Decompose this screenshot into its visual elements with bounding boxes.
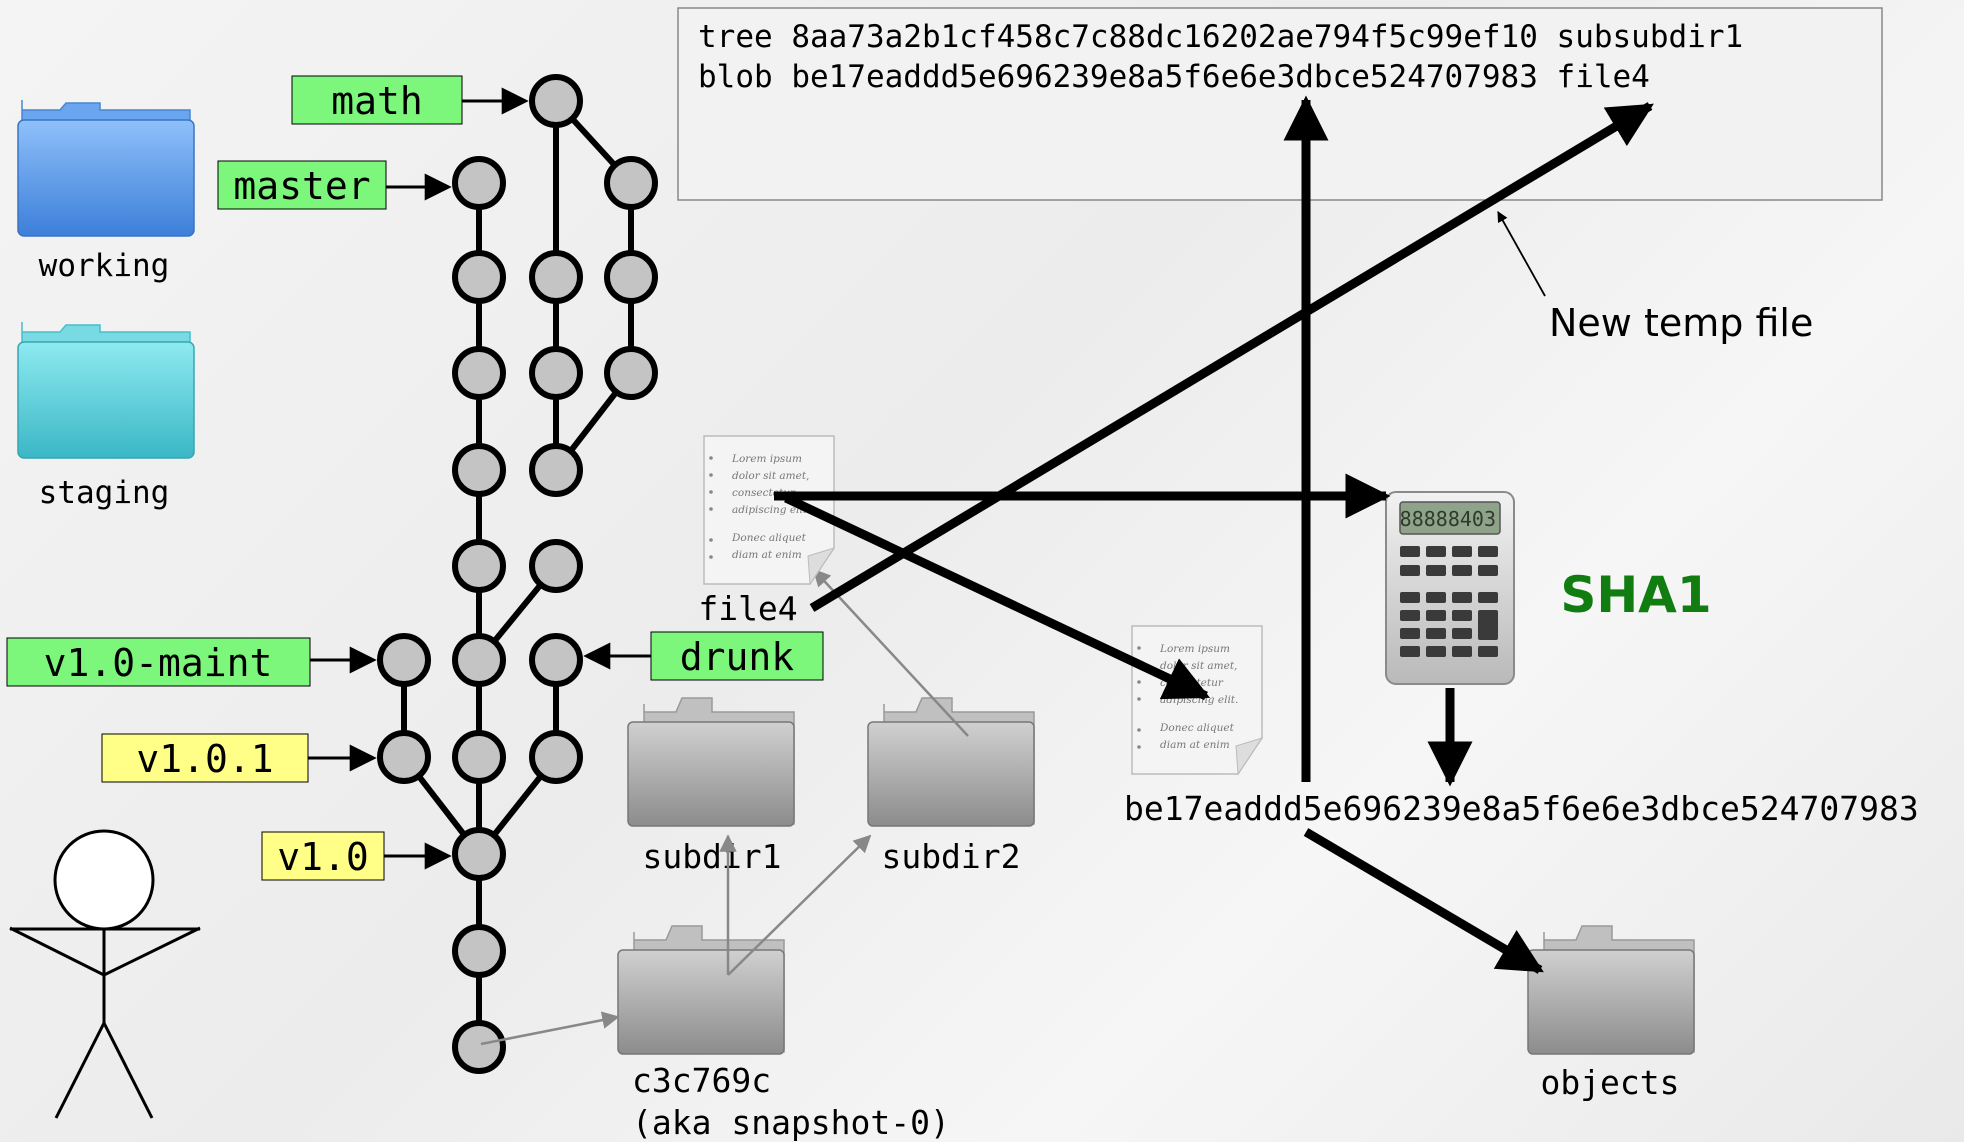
commit-node[interactable]	[452, 539, 506, 593]
commit-graph-edges	[401, 98, 634, 1047]
subdir2-folder-icon[interactable]	[867, 697, 1035, 827]
working-folder-icon[interactable]	[17, 100, 195, 237]
ref-v1-0-maint[interactable]: v1.0-maint	[6, 637, 311, 687]
new-temp-file-label: New temp file	[1549, 301, 1813, 345]
lorem-line: Donec aliquet	[731, 532, 807, 544]
staging-label: staging	[39, 475, 170, 511]
commit-node[interactable]	[529, 443, 583, 497]
commit-node[interactable]	[377, 730, 431, 784]
tree-link-arrows	[480, 568, 969, 1046]
commit-node[interactable]	[452, 924, 506, 978]
new-temp-file-pointer	[1497, 211, 1546, 297]
commit-node[interactable]	[529, 346, 583, 400]
commit-node[interactable]	[604, 156, 658, 210]
sha1-hash-label: be17eaddd5e696239e8a5f6e6e3dbce524707983	[1124, 789, 1919, 828]
commit-node[interactable]	[452, 443, 506, 497]
commit-node[interactable]	[529, 730, 583, 784]
commit-node[interactable]	[529, 250, 583, 304]
arrow-file4-to-object	[784, 493, 1211, 701]
ref-v1-0-maint-label: v1.0-maint	[44, 641, 273, 685]
lorem-line: Lorem ipsum	[731, 453, 802, 465]
commit-node[interactable]	[529, 633, 583, 687]
object-document-icon[interactable]: Lorem ipsum dolor sit amet, consectetur …	[1131, 625, 1264, 776]
lorem-line: diam at enim	[732, 549, 802, 561]
commit-node[interactable]	[452, 346, 506, 400]
lorem-line: dolor sit amet,	[1160, 660, 1237, 672]
ref-drunk-label: drunk	[680, 635, 795, 679]
commit-node[interactable]	[452, 156, 506, 210]
snapshot-alias-label: (aka snapshot-0)	[632, 1103, 950, 1142]
ref-v1-0-1-label: v1.0.1	[136, 737, 273, 781]
commit-node[interactable]	[604, 346, 658, 400]
staging-folder-icon[interactable]	[17, 322, 195, 459]
commit-node[interactable]	[529, 74, 583, 128]
file4-document-icon[interactable]: Lorem ipsum dolor sit amet, consectetur …	[703, 435, 836, 586]
user-figure-icon	[9, 829, 201, 1119]
arrow-hash-to-objects	[1303, 828, 1544, 974]
commit-node[interactable]	[452, 250, 506, 304]
ref-master[interactable]: master	[217, 160, 387, 210]
ref-math[interactable]: math	[291, 75, 463, 125]
commit-node[interactable]	[377, 633, 431, 687]
lorem-line: diam at enim	[1160, 739, 1230, 751]
ref-v1-0-label: v1.0	[277, 835, 369, 879]
arrow-file4-to-tempfile	[809, 102, 1654, 612]
sha1-label: SHA1	[1560, 566, 1711, 624]
commit-node[interactable]	[452, 633, 506, 687]
commit-node[interactable]	[452, 730, 506, 784]
subdir1-folder-icon[interactable]	[627, 697, 795, 827]
lorem-line: Donec aliquet	[1159, 722, 1235, 734]
temp-file-box: tree 8aa73a2b1cf458c7c88dc16202ae794f5c9…	[677, 7, 1883, 201]
working-label: working	[39, 248, 170, 284]
ref-math-label: math	[331, 79, 423, 123]
lorem-line: adipiscing elit.	[732, 504, 810, 516]
subdir1-label: subdir1	[642, 837, 781, 876]
commit-node[interactable]	[452, 827, 506, 881]
temp-file-line2: blob be17eaddd5e696239e8a5f6e6e3dbce5247…	[698, 59, 1650, 95]
objects-label: objects	[1540, 1063, 1679, 1102]
ref-drunk[interactable]: drunk	[650, 631, 824, 681]
commit-node[interactable]	[529, 539, 583, 593]
calculator-icon[interactable]: 88888403	[1385, 491, 1515, 685]
objects-folder-icon[interactable]	[1527, 925, 1695, 1055]
ref-v1-0[interactable]: v1.0	[261, 831, 385, 881]
commit-nodes	[377, 74, 658, 1074]
file4-label: file4	[698, 589, 797, 628]
calculator-display: 88888403	[1400, 507, 1496, 531]
ref-master-label: master	[233, 164, 370, 208]
commit-node[interactable]	[452, 1020, 506, 1074]
subdir2-label: subdir2	[881, 837, 1020, 876]
temp-file-line1: tree 8aa73a2b1cf458c7c88dc16202ae794f5c9…	[698, 19, 1743, 55]
lorem-line: Lorem ipsum	[1159, 643, 1230, 655]
ref-v1-0-1[interactable]: v1.0.1	[101, 733, 309, 783]
process-arrows	[774, 95, 1654, 974]
lorem-line: dolor sit amet,	[732, 470, 809, 482]
commit-node[interactable]	[604, 250, 658, 304]
snapshot-name-label: c3c769c	[632, 1061, 771, 1100]
